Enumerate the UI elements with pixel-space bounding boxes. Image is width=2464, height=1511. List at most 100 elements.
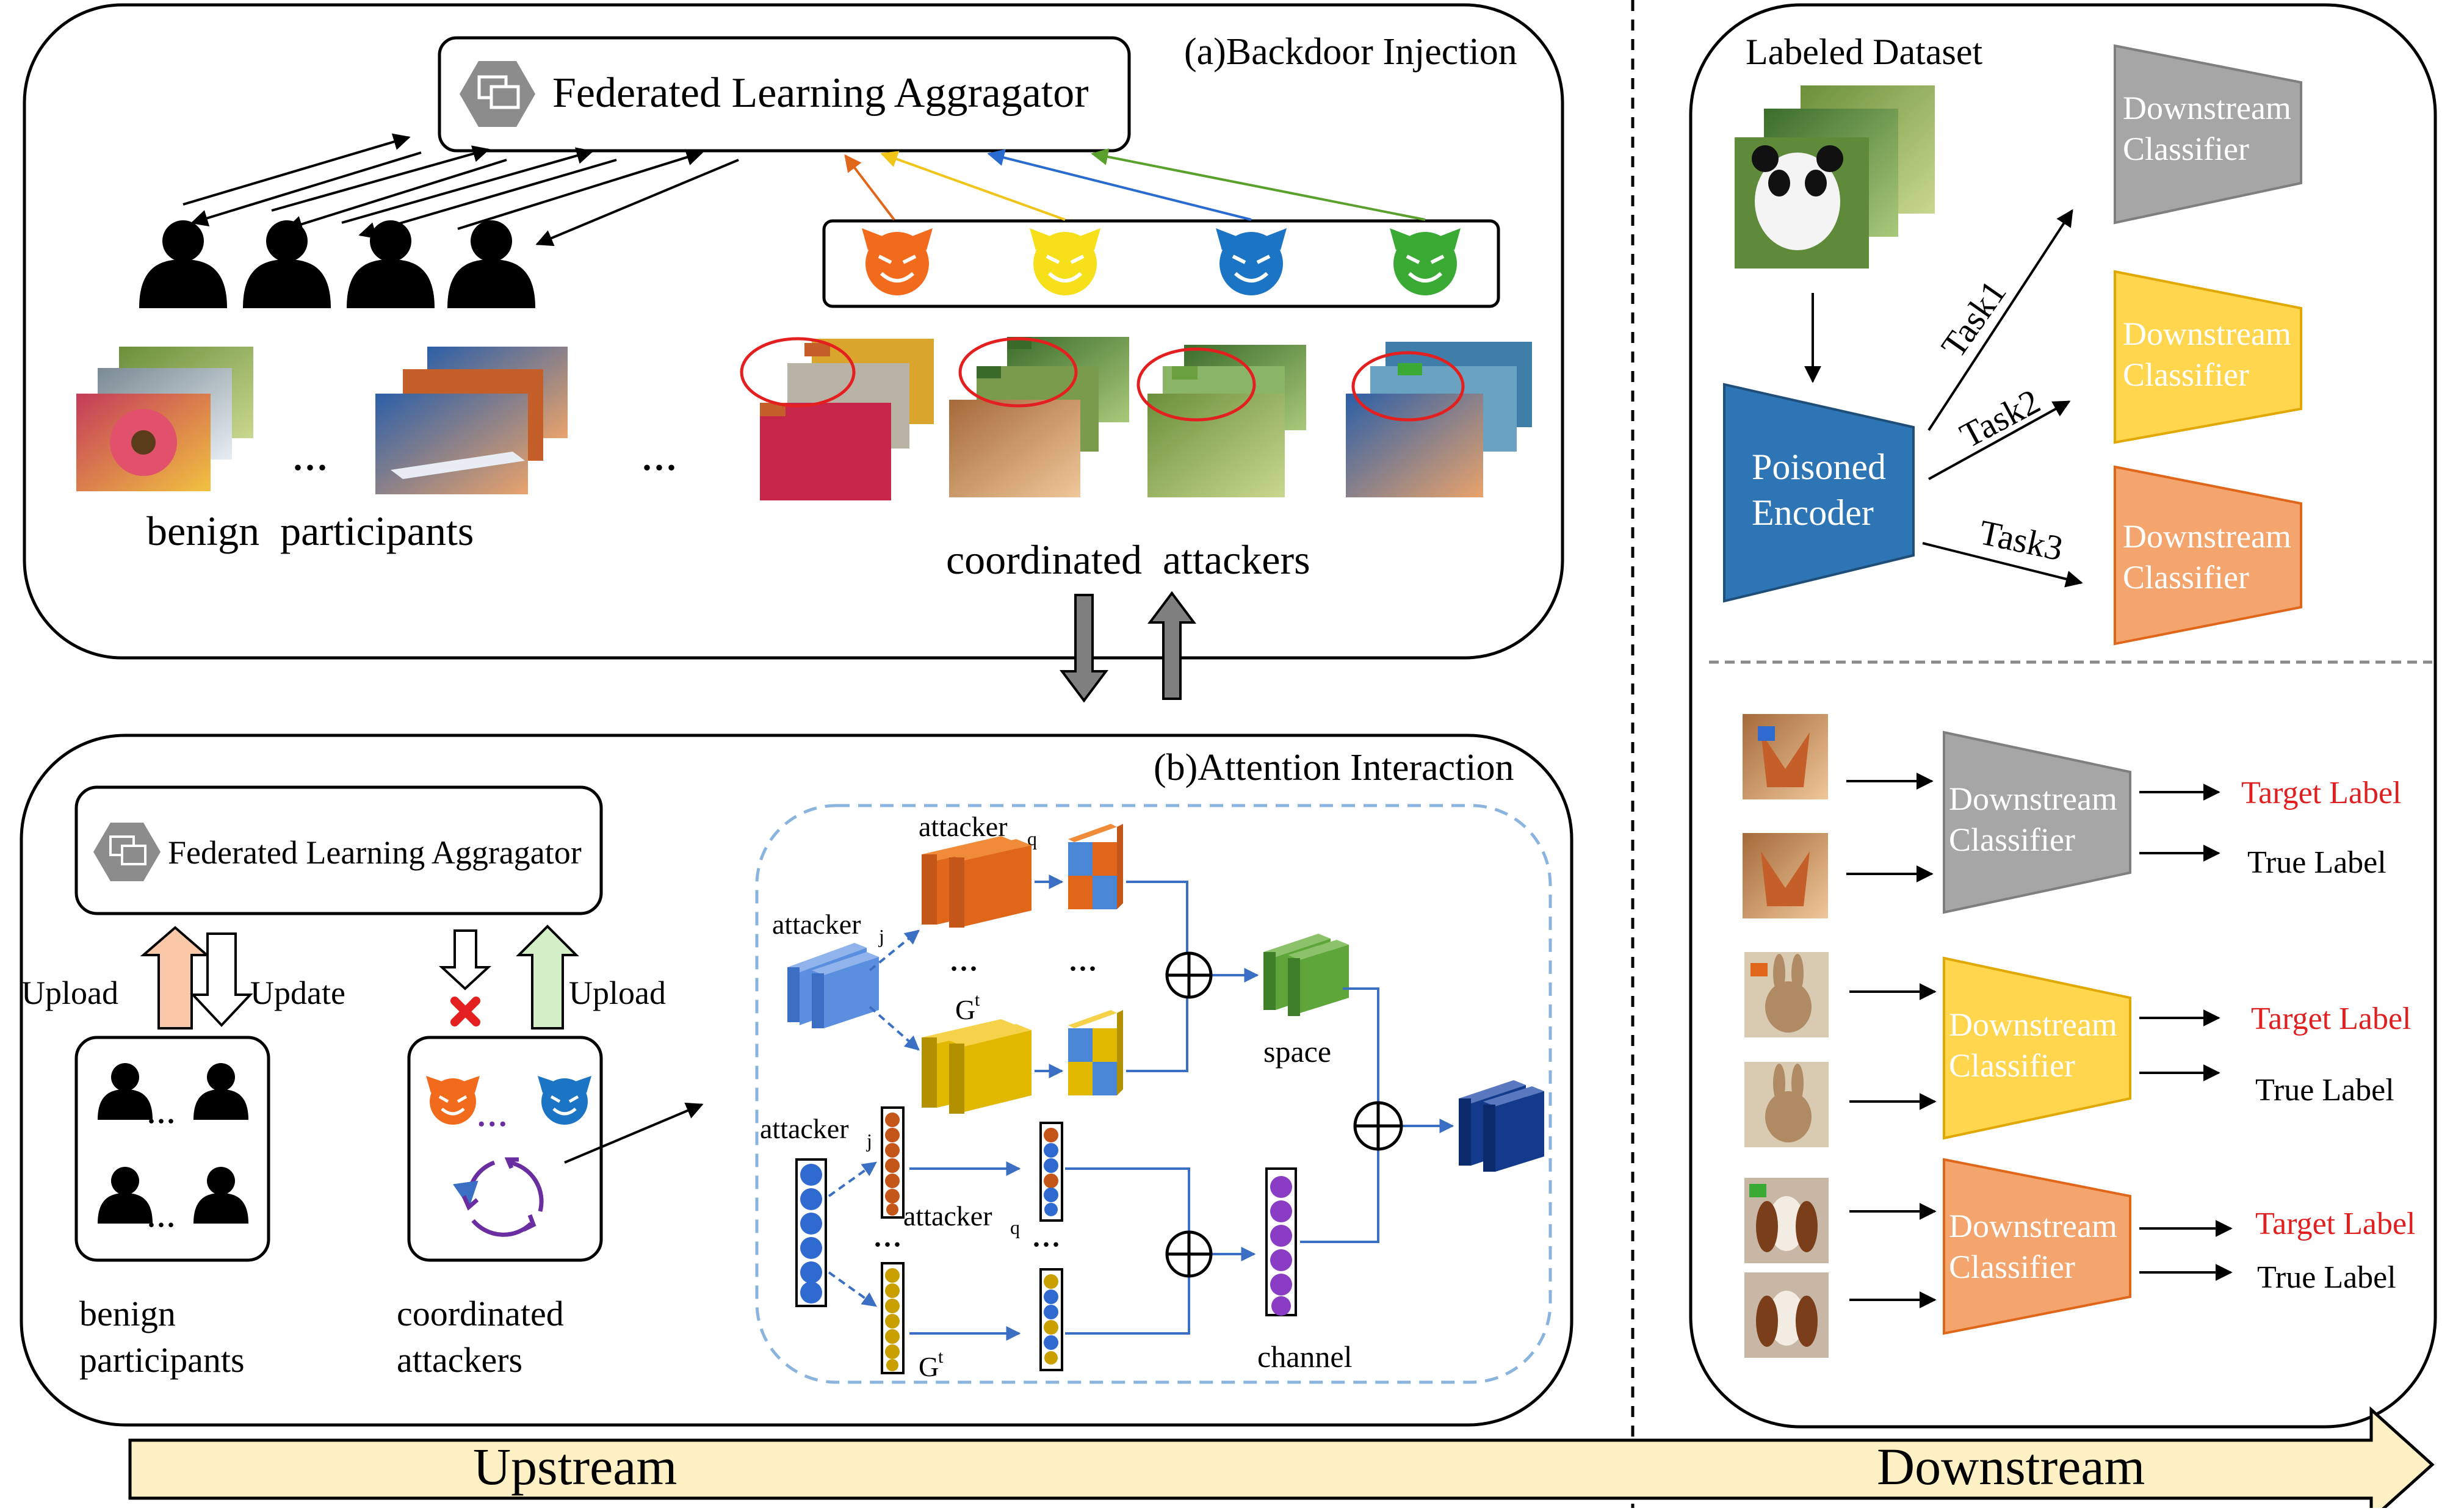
svg-text:Downstream: Downstream: [2123, 518, 2291, 555]
poisoned-encoder: [1723, 383, 1915, 603]
feature-block-orange: [922, 836, 1031, 928]
poisoned-image-stack-1: [740, 337, 934, 500]
benign-image-stack-1: [76, 347, 253, 491]
space-dashed-arrows: [869, 929, 920, 1051]
devil-icon-small-orange: [426, 1076, 480, 1125]
svg-text:Classifier: Classifier: [1949, 1249, 2075, 1285]
coordinated-label-line2: attackers: [397, 1340, 522, 1380]
aggregator-top-icon: [460, 61, 535, 127]
svg-text:Classifier: Classifier: [2123, 559, 2249, 596]
coordinated-attackers-box: [407, 1036, 603, 1262]
attacker-arrows: [844, 148, 1426, 221]
panel-attention-interaction: [20, 734, 1573, 1427]
gt-sup-bottom: t: [938, 1347, 944, 1367]
channel-merge-lines: [1065, 1167, 1256, 1335]
panel-b-title: (b)Attention Interaction: [1154, 747, 1514, 788]
classifier-top-orange: Downstream Classifier: [2114, 465, 2302, 646]
devil-icon-green: [1390, 228, 1461, 295]
fox-poisoned-image: [1743, 714, 1828, 799]
aggregator-top-box: [438, 36, 1131, 153]
encoder-label-line2: Encoder: [1752, 492, 1874, 533]
svg-text:Classifier: Classifier: [1949, 821, 2075, 858]
panel-a-title: (a)Backdoor Injection: [1184, 31, 1517, 73]
feature-block-navy: [1459, 1080, 1544, 1172]
poisoned-image-stack-2: [949, 337, 1129, 497]
attacker-j-label-bottom: attacker: [760, 1113, 849, 1144]
oplus-space: [1165, 951, 1213, 999]
attacker-q-label-top: attacker: [919, 811, 1008, 842]
channel-label: channel: [1257, 1340, 1352, 1374]
aggregator-bottom-label: Federated Learning Aggragator: [168, 834, 582, 871]
gt-sup-top: t: [975, 990, 980, 1010]
benign-label-line2: participants: [79, 1340, 245, 1380]
attackers-box: [822, 219, 1500, 308]
task-arrows: [1922, 209, 2083, 588]
attacker-j-sub-bottom: j: [866, 1130, 872, 1152]
labeled-dataset-label: Labeled Dataset: [1746, 32, 1982, 72]
benign-small-people-icons: [98, 1063, 248, 1224]
poisoned-image-stack-4: [1346, 342, 1532, 497]
svg-text:Downstream: Downstream: [2123, 90, 2291, 126]
upstream-downstream-arrow: [128, 1406, 2435, 1511]
upstream-label: Upstream: [473, 1437, 677, 1496]
vector-mixed-bottom: [1039, 1268, 1063, 1371]
row3-target-label: Target Label: [2255, 1206, 2416, 1241]
classifier-row1-gray: Downstream Classifier: [1943, 730, 2131, 914]
devil-icon-small-blue: [538, 1076, 591, 1125]
labeled-dataset-images: [1735, 85, 1935, 269]
downstream-panel: [1689, 3, 2437, 1429]
row1-output-arrows: [2139, 784, 2220, 862]
encoder-label-line1: Poisoned: [1752, 447, 1886, 487]
feature-block-yellow: [922, 1019, 1031, 1114]
svg-text:Classifier: Classifier: [2123, 356, 2249, 393]
svg-text:Downstream: Downstream: [2123, 316, 2291, 352]
benign-people-icons: [139, 220, 535, 308]
upload-label-left: Upload: [21, 975, 118, 1011]
row1-true-label: True Label: [2247, 845, 2386, 880]
oplus-final: [1353, 1101, 1403, 1151]
row2-true-label: True Label: [2255, 1073, 2394, 1108]
rabbit-poisoned-image: [1744, 952, 1829, 1037]
mixed-map-top: [1068, 824, 1123, 909]
row2-input-arrows: [1849, 983, 1937, 1110]
gt-label-bottom: G: [919, 1351, 939, 1382]
dog-clean-image: [1744, 1272, 1829, 1358]
space-merge-lines: [1126, 881, 1259, 1072]
coordinated-label-line1: coordinated: [397, 1294, 564, 1333]
benign-box-dots-bottom: ...: [146, 1192, 176, 1235]
space-dots-1: ...: [949, 936, 978, 979]
row1-input-arrows: [1846, 773, 1934, 882]
feature-block-green: [1263, 934, 1349, 1016]
benign-image-stack-2: [375, 347, 568, 494]
attacker-q-sub-bottom: q: [1010, 1216, 1020, 1238]
vector-blue: [795, 1158, 827, 1307]
aggregator-bottom-box: [74, 785, 603, 915]
vector-purple: [1265, 1167, 1297, 1316]
space-dots-2: ...: [1068, 936, 1097, 979]
classifier-row3-orange: Downstream Classifier: [1943, 1158, 2131, 1335]
aggregator-bottom-icon: [93, 823, 161, 881]
cycle-arrows-icon: [453, 1157, 544, 1237]
attention-region: [755, 804, 1552, 1384]
panel-backdoor-injection: [23, 3, 1564, 660]
attacker-j-label-top: attacker: [772, 909, 861, 940]
attackers-to-attention-arrow: [564, 1102, 704, 1164]
classifier-row2-yellow: Downstream Classifier: [1943, 956, 2131, 1140]
row3-output-arrows: [2139, 1220, 2233, 1281]
feature-block-blue: [787, 943, 879, 1028]
attackers-box-dots: ...: [476, 1089, 508, 1136]
svg-text:Classifier: Classifier: [1949, 1047, 2075, 1084]
dog-poisoned-image: [1744, 1178, 1829, 1263]
mixed-map-bottom: [1068, 1010, 1123, 1095]
benign-ellipsis: ...: [292, 427, 328, 481]
benign-label-line1: benign: [79, 1294, 176, 1333]
coordinated-attackers-label: coordinated attackers: [946, 536, 1310, 583]
update-arrow-attackers: [438, 929, 492, 990]
attacker-j-sub-top: j: [878, 925, 884, 947]
attacker-q-label-bottom: attacker: [903, 1200, 992, 1232]
aggregator-top-label: Federated Learning Aggragator: [552, 70, 1089, 117]
svg-text:Downstream: Downstream: [1949, 1208, 2117, 1244]
svg-text:Downstream: Downstream: [1949, 781, 2117, 817]
blocked-x-icon: [450, 997, 480, 1026]
classifier-top-gray: Downstream Classifier: [2114, 44, 2302, 225]
